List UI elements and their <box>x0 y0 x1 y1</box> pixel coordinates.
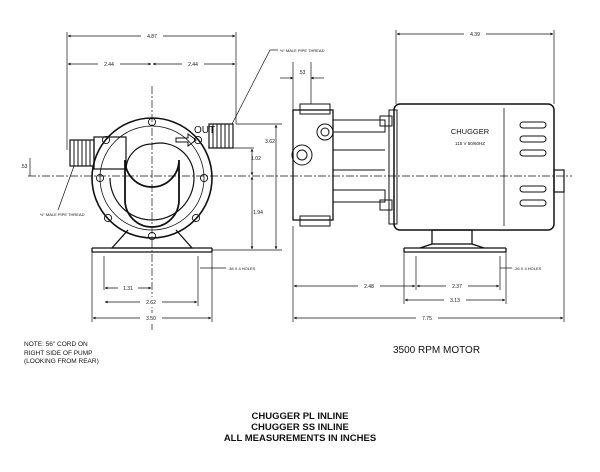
impeller-cutout <box>124 159 180 228</box>
outlet-label: OUT <box>194 125 215 136</box>
pump-side-view <box>291 103 565 253</box>
title-ss-inline: CHUGGER SS INLINE <box>251 422 349 433</box>
bottom-thread-label: ½" MALE PIPE THREAD <box>40 212 85 217</box>
pump-front-view <box>69 117 234 253</box>
dim-overall-width: 4.87 <box>147 34 157 40</box>
dim-half-right: 2.44 <box>188 62 198 68</box>
pump-base <box>91 229 213 253</box>
pump-head <box>291 103 393 227</box>
motor-base <box>403 229 507 253</box>
title-units: ALL MEASUREMENTS IN INCHES <box>223 433 377 444</box>
drawing-titles: CHUGGER PL INLINE CHUGGER SS INLINE ALL … <box>0 411 600 444</box>
motor-body <box>388 103 565 231</box>
motor-rpm-label: 3500 RPM MOTOR <box>393 345 481 356</box>
right-holes-label: .26 X 4 HOLES <box>514 266 542 271</box>
dim-left-offset: .53 <box>21 164 28 170</box>
motor-vents <box>519 121 547 207</box>
dim-motor-width: 4.39 <box>470 32 480 38</box>
dim-motor-hole-spacing: 2.37 <box>452 284 462 290</box>
dim-front-offset: .53 <box>299 70 306 76</box>
dim-hole-spacing-inner: 1.31 <box>123 286 133 292</box>
left-holes-label: .38 X 4 HOLES <box>228 266 256 271</box>
dim-center-to-base: 1.94 <box>253 210 263 216</box>
dim-front-to-hole: 2.48 <box>364 284 374 290</box>
dim-base-width: 3.50 <box>146 316 156 322</box>
dim-center-to-port: 1.02 <box>251 156 261 162</box>
motor-brand: CHUGGER <box>451 127 490 136</box>
top-thread-label: ½" MALE PIPE THREAD <box>280 48 325 53</box>
title-pl-inline: CHUGGER PL INLINE <box>251 411 349 422</box>
dim-hole-to-rear: 3.13 <box>450 298 460 304</box>
outlet-arrow <box>175 133 197 147</box>
dim-hole-spacing: 2.62 <box>146 300 156 306</box>
dim-half-left: 2.44 <box>104 62 114 68</box>
dim-port-height: 3.62 <box>265 139 275 145</box>
dim-overall-length: 7.75 <box>422 316 432 322</box>
motor-rating: 115 V 50/60HZ <box>455 141 485 146</box>
cord-note: NOTE: 56" CORD ON RIGHT SIDE OF PUMP (LO… <box>24 341 99 365</box>
inlet-pipe <box>69 136 127 170</box>
